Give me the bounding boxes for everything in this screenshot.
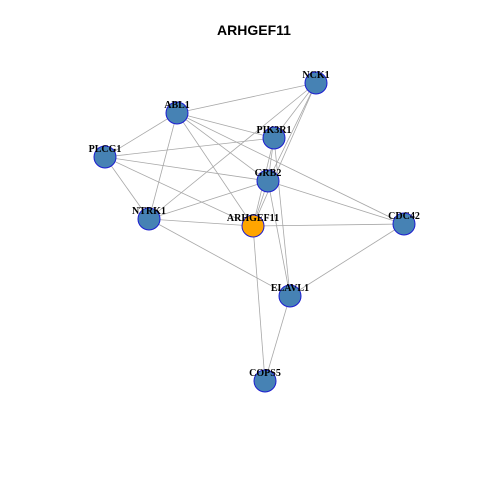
node-circle-ntrk1 — [137, 207, 161, 231]
node-cops5: COPS5 — [249, 368, 281, 393]
node-circle-elavl1 — [278, 284, 302, 308]
node-grb2: GRB2 — [255, 168, 282, 193]
node-circle-grb2 — [256, 169, 280, 193]
node-label-cops5: COPS5 — [249, 368, 281, 379]
edge-abl1-plcg1 — [104, 112, 178, 158]
node-circle-pik3r1 — [262, 126, 286, 150]
node-plcg1: PLCG1 — [89, 144, 122, 169]
node-cdc42: CDC42 — [388, 211, 420, 236]
node-label-ntrk1: NTRK1 — [132, 206, 166, 217]
edge-ntrk1-elavl1 — [148, 218, 291, 297]
edge-plcg1-arhgef11 — [104, 156, 254, 227]
node-abl1: ABL1 — [164, 100, 190, 125]
edge-nck1-pik3r1 — [273, 82, 317, 139]
edge-arhgef11-cops5 — [252, 225, 266, 382]
node-circle-abl1 — [165, 101, 189, 125]
edge-arhgef11-cdc42 — [252, 223, 405, 227]
node-label-nck1: NCK1 — [302, 70, 329, 81]
node-arhgef11: ARHGEF11 — [227, 213, 279, 238]
node-circle-plcg1 — [93, 145, 117, 169]
edge-pik3r1-elavl1 — [273, 137, 291, 297]
edge-nck1-ntrk1 — [148, 82, 317, 220]
node-ntrk1: NTRK1 — [132, 206, 166, 231]
edge-abl1-grb2 — [176, 112, 269, 182]
edge-grb2-cdc42 — [267, 180, 405, 225]
node-circle-cdc42 — [392, 212, 416, 236]
edge-abl1-nck1 — [176, 82, 317, 114]
node-elavl1: ELAVL1 — [271, 283, 309, 308]
node-label-grb2: GRB2 — [255, 168, 282, 179]
node-pik3r1: PIK3R1 — [257, 125, 292, 150]
edge-plcg1-ntrk1 — [104, 156, 150, 220]
node-label-arhgef11: ARHGEF11 — [227, 213, 279, 224]
edge-abl1-arhgef11 — [176, 112, 254, 227]
node-circle-arhgef11 — [241, 214, 265, 238]
edge-abl1-cdc42 — [176, 112, 405, 225]
node-label-plcg1: PLCG1 — [89, 144, 122, 155]
node-label-pik3r1: PIK3R1 — [257, 125, 292, 136]
edge-pik3r1-plcg1 — [104, 137, 275, 158]
node-circle-nck1 — [304, 71, 328, 95]
edge-abl1-pik3r1 — [176, 112, 275, 139]
edge-ntrk1-arhgef11 — [148, 218, 254, 227]
node-circle-cops5 — [253, 369, 277, 393]
edge-elavl1-cops5 — [264, 295, 291, 382]
edge-cdc42-elavl1 — [289, 223, 405, 297]
edge-grb2-ntrk1 — [148, 180, 269, 220]
edge-abl1-ntrk1 — [148, 112, 178, 220]
node-label-elavl1: ELAVL1 — [271, 283, 309, 294]
edge-grb2-elavl1 — [267, 180, 291, 297]
edge-nck1-grb2 — [267, 82, 317, 182]
edge-nck1-arhgef11 — [252, 82, 317, 227]
node-label-cdc42: CDC42 — [388, 211, 420, 222]
diagram-title: ARHGEF11 — [217, 22, 291, 38]
node-label-abl1: ABL1 — [164, 100, 190, 111]
node-nck1: NCK1 — [302, 70, 330, 95]
edge-plcg1-grb2 — [104, 156, 269, 182]
